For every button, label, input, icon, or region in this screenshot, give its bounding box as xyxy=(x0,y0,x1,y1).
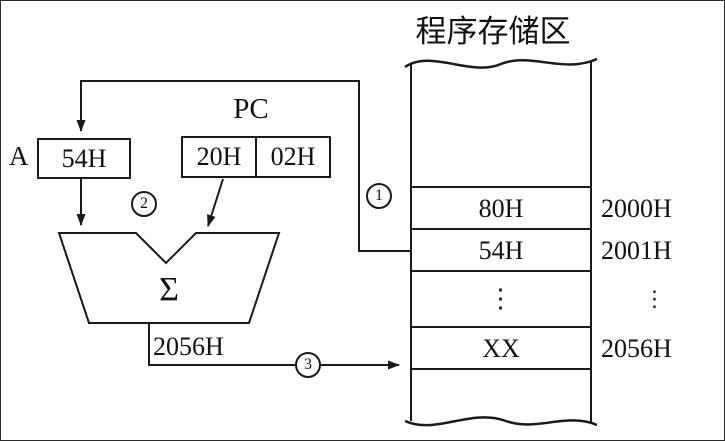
address-label-2001: 2001H xyxy=(601,236,672,265)
memory-bottom-wavy-edge xyxy=(404,416,598,427)
memory-cell-2000: 80H xyxy=(478,194,524,223)
memory-cell-2056: XX xyxy=(482,334,520,363)
address-label-2056: 2056H xyxy=(601,334,672,363)
wire-pc-to-adder xyxy=(207,178,224,227)
register-a-value: 54H xyxy=(37,138,131,179)
register-pc-label: PC xyxy=(233,93,269,125)
adder-shape xyxy=(57,232,281,324)
memory-cell-2001: 54H xyxy=(478,236,524,265)
pc-high-byte: 20H xyxy=(181,136,257,178)
step-1-marker: 1 xyxy=(366,183,392,209)
memory-title: 程序存储区 xyxy=(415,14,571,49)
address-ellipsis: ⋮ xyxy=(643,286,667,311)
register-pc: 20H 02H xyxy=(181,136,331,178)
adder-sigma-symbol: Σ xyxy=(159,271,179,308)
step-3-marker: 3 xyxy=(295,352,321,378)
memory-cell-ellipsis: ⋮ xyxy=(487,284,515,313)
adder-result-label: 2056H xyxy=(153,332,224,361)
pc-low-byte: 02H xyxy=(255,136,331,178)
memory-top-wavy-edge xyxy=(404,57,598,69)
step-2-marker: 2 xyxy=(131,191,157,217)
register-a-label: A xyxy=(9,141,29,171)
wire-memory-to-a xyxy=(76,80,411,252)
address-label-2000: 2000H xyxy=(601,194,672,223)
